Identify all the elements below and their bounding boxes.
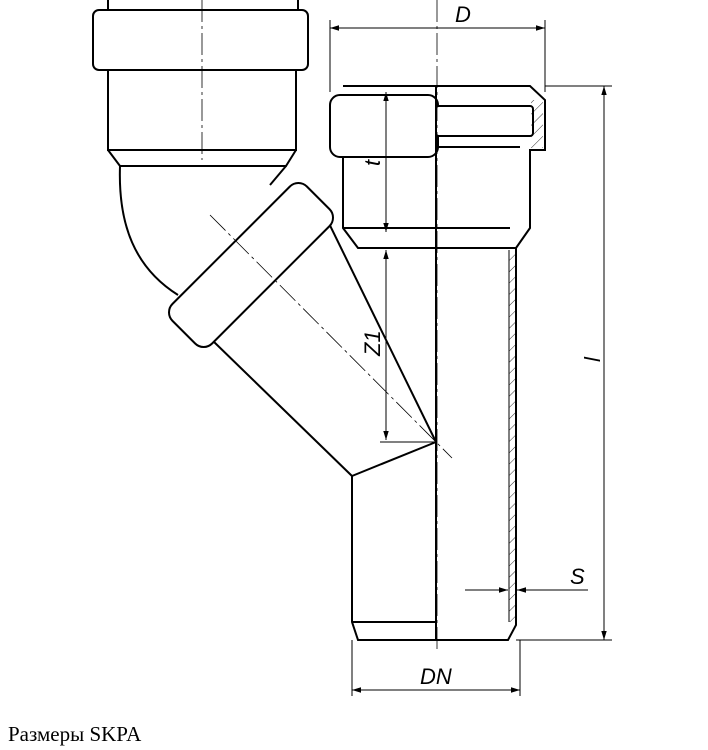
- elbow-socket: [92, 0, 309, 296]
- dimension-D: D: [329, 2, 546, 92]
- dimension-label-DN: DN: [420, 664, 452, 689]
- dimension-label-l: l: [580, 356, 605, 362]
- main-pipe: [329, 0, 546, 650]
- dimension-label-t: t: [360, 159, 385, 166]
- dimension-S: S: [465, 564, 588, 593]
- dimension-label-S: S: [570, 564, 585, 589]
- dimension-label-Z1: Z1: [360, 330, 385, 357]
- branch-socket: [167, 181, 335, 349]
- dimension-DN: DN: [351, 640, 521, 696]
- caption: Размеры SKPA: [8, 722, 142, 746]
- dimension-Z1: Z1: [358, 247, 436, 443]
- dimension-label-D: D: [455, 2, 471, 27]
- dimension-l: l: [516, 85, 612, 641]
- dimension-t: t: [360, 92, 389, 232]
- pipe-branch-drawing: D t Z1 l S DN: [92, 0, 612, 696]
- branch-pipe: [167, 181, 453, 477]
